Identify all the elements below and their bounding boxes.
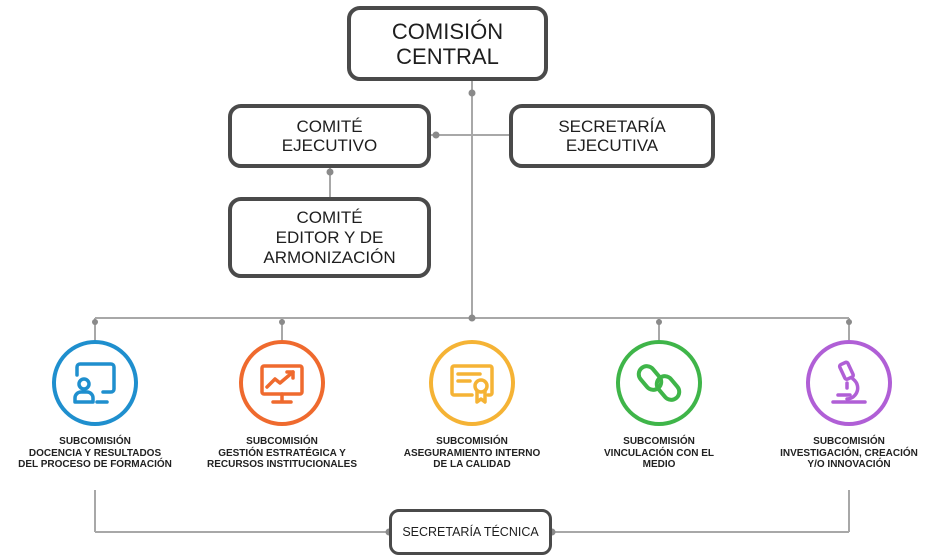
chain-link-icon <box>636 364 682 402</box>
subcomision-aseguramiento-label: SUBCOMISIÓN ASEGURAMIENTO INTERNO DE LA … <box>403 436 541 470</box>
comite-ejecutivo-box: COMITÉ EJECUTIVO <box>228 104 431 168</box>
subcomision-vinculacion-label: SUBCOMISIÓN VINCULACIÓN CON EL MEDIO <box>604 436 714 470</box>
subcomision-investigacion-label: SUBCOMISIÓN INVESTIGACIÓN, CREACIÓN Y/O … <box>780 436 918 470</box>
certificate-icon <box>450 364 494 404</box>
subcomision-aseguramiento: SUBCOMISIÓN ASEGURAMIENTO INTERNO DE LA … <box>382 340 562 471</box>
subcomision-aseguramiento-circle <box>429 340 515 426</box>
subcomision-investigacion-circle <box>806 340 892 426</box>
subcomision-docencia-label: SUBCOMISIÓN DOCENCIA Y RESULTADOS DEL PR… <box>18 436 172 470</box>
secretaria-ejecutiva-box: SECRETARÍA EJECUTIVA <box>509 104 715 168</box>
secretaria-ejecutiva-label: SECRETARÍA EJECUTIVA <box>558 117 666 155</box>
subcomision-vinculacion: SUBCOMISIÓN VINCULACIÓN CON EL MEDIO <box>569 340 749 471</box>
comision-central-label: COMISIÓN CENTRAL <box>391 18 504 69</box>
secretaria-tecnica-box: SECRETARÍA TÉCNICA <box>389 509 552 555</box>
comision-central-box: COMISIÓN CENTRAL <box>347 6 548 81</box>
subcomision-gestion: SUBCOMISIÓN GESTIÓN ESTRATÉGICA Y RECURS… <box>192 340 372 471</box>
comite-editor-box: COMITÉ EDITOR Y DE ARMONIZACIÓN <box>228 197 431 278</box>
teacher-board-icon <box>73 362 116 404</box>
subcomision-docencia-circle <box>52 340 138 426</box>
subcomision-docencia: SUBCOMISIÓN DOCENCIA Y RESULTADOS DEL PR… <box>5 340 185 471</box>
comite-editor-label: COMITÉ EDITOR Y DE ARMONIZACIÓN <box>263 207 396 267</box>
comite-ejecutivo-label: COMITÉ EJECUTIVO <box>281 117 378 155</box>
subcomision-vinculacion-circle <box>616 340 702 426</box>
microscope-icon <box>831 360 867 404</box>
subcomision-gestion-label: SUBCOMISIÓN GESTIÓN ESTRATÉGICA Y RECURS… <box>206 436 357 470</box>
subcomision-gestion-circle <box>239 340 325 426</box>
subcomision-investigacion: SUBCOMISIÓN INVESTIGACIÓN, CREACIÓN Y/O … <box>759 340 926 471</box>
secretaria-tecnica-label: SECRETARÍA TÉCNICA <box>402 525 539 539</box>
trend-chart-monitor-icon <box>260 364 304 404</box>
